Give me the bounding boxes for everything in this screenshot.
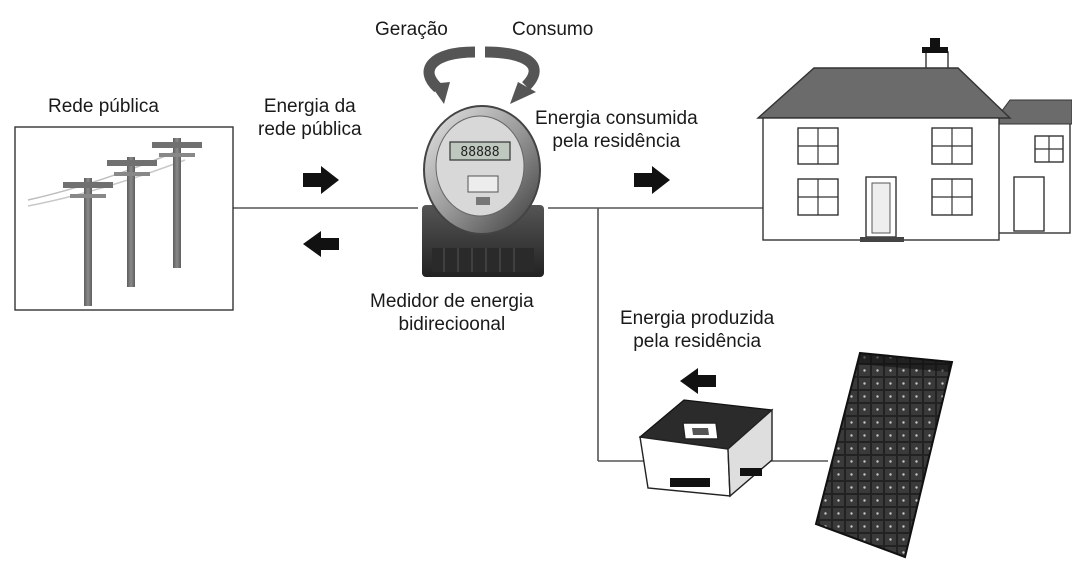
arrow-to-grid-icon	[303, 231, 339, 257]
consumed-energy-label-line1: Energia consumida	[535, 108, 698, 129]
meter-label-line1: Medidor de energia	[370, 291, 534, 312]
grid-energy-label: Energia da rede pública	[258, 95, 362, 141]
wiring	[233, 207, 828, 462]
consumed-energy-label: Energia consumida pela residência	[535, 107, 698, 153]
public-grid-label: Rede pública	[48, 95, 159, 118]
consumption-label-text: Consumo	[512, 19, 594, 40]
solar-panel-icon	[814, 351, 954, 559]
grid-energy-label-line2: rede pública	[258, 119, 362, 140]
utility-pole-icon	[14, 126, 234, 311]
grid-energy-label-line1: Energia da	[263, 96, 356, 117]
generation-label: Geração	[375, 18, 448, 41]
produced-energy-label-line1: Energia produzida	[620, 308, 775, 329]
produced-energy-label-line2: pela residência	[633, 331, 762, 352]
meter-label-line2: bidirecioonal	[398, 314, 506, 335]
produced-energy-label: Energia produzida pela residência	[620, 307, 774, 353]
arrow-from-inverter-icon	[680, 368, 716, 394]
arrow-to-house-icon	[634, 166, 670, 194]
cycle-arrow-icon	[423, 46, 540, 104]
consumption-label: Consumo	[512, 18, 593, 41]
electric-meter-icon: 88888	[422, 105, 544, 277]
consumed-energy-label-line2: pela residência	[552, 131, 681, 152]
house-icon	[756, 38, 1072, 242]
generation-label-text: Geração	[375, 19, 448, 40]
meter-label: Medidor de energia bidirecioonal	[370, 290, 534, 336]
public-grid-label-text: Rede pública	[48, 96, 159, 117]
svg-text:88888: 88888	[460, 145, 499, 160]
arrow-to-meter-icon	[303, 166, 339, 194]
inverter-icon	[638, 399, 774, 498]
